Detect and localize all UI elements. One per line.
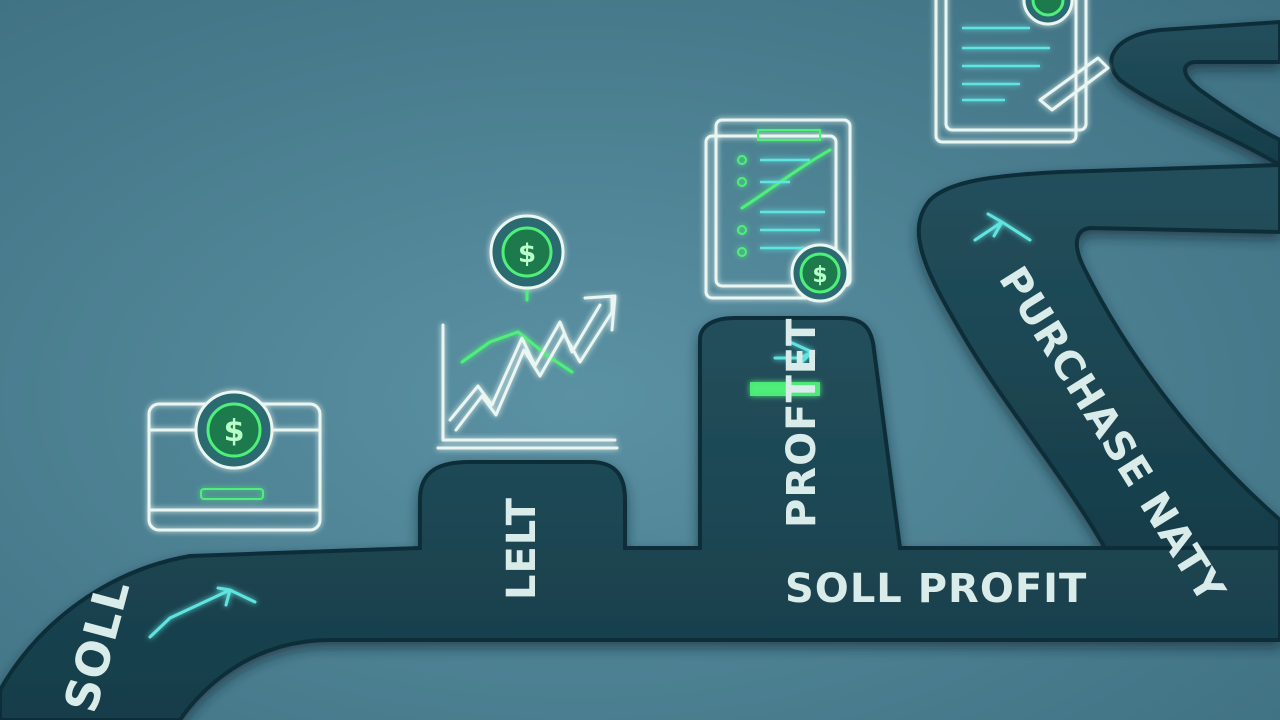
road-path <box>0 19 1280 720</box>
arrow-icon <box>750 340 820 396</box>
svg-text:$: $ <box>224 414 245 449</box>
arrow-icon <box>973 212 1032 242</box>
road-label-step3: PROFTET <box>779 318 825 528</box>
rising-chart-icon: $ <box>436 214 619 450</box>
arrow-icon <box>148 586 257 639</box>
road-label-main: SOLL PROFIT <box>785 566 1087 612</box>
svg-text:$: $ <box>812 263 827 288</box>
document-coin-icon: $ <box>704 118 852 303</box>
contract-pen-icon <box>934 0 1110 144</box>
wallet-dollar-icon: $ <box>147 390 322 532</box>
svg-text:$: $ <box>518 239 536 269</box>
road-label-step2: LELT <box>499 497 545 600</box>
